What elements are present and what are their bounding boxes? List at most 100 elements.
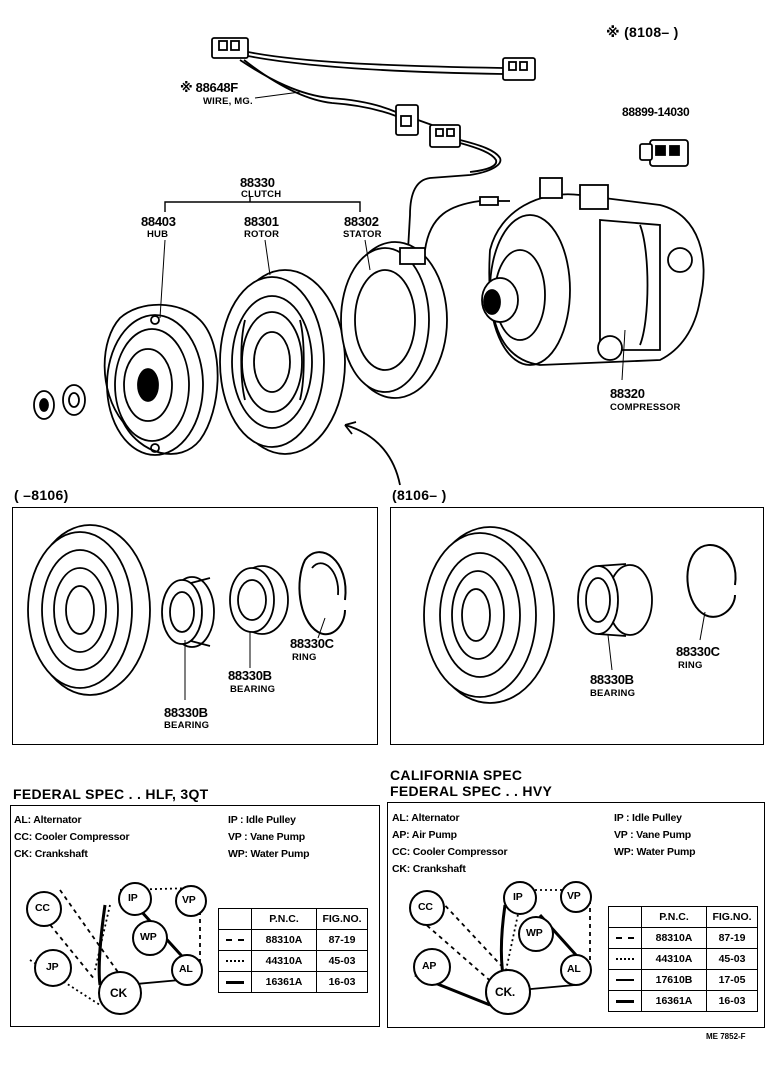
- clutch-part-number: 88330: [240, 175, 275, 190]
- left-bearing1-part-number: 88330B: [164, 705, 208, 720]
- left-spec-panel: [10, 805, 380, 1027]
- wire-part-name: WIRE, MG.: [203, 96, 253, 107]
- table-row: 88310A 87-19: [608, 927, 758, 949]
- left-legend-codes: AL: Alternator CC: Cooler Compressor CK:…: [14, 812, 130, 863]
- table-row: 44310A 45-03: [218, 950, 368, 972]
- legend-item: VP : Vane Pump: [614, 829, 691, 841]
- right-inset-bearing: [577, 563, 653, 637]
- connector-88899: [639, 139, 689, 167]
- legend-item: AL: Alternator: [14, 814, 82, 826]
- pulley-al-label: AL: [567, 963, 581, 975]
- fig-cell: 45-03: [706, 948, 758, 970]
- left-pnc-table: P.N.C. FIG.NO. 88310A 87-19 44310A 45-03…: [218, 908, 368, 993]
- fig-header: FIG.NO.: [706, 906, 758, 928]
- pulley-jp-label: JP: [46, 961, 59, 973]
- right-ring-part-name: RING: [678, 660, 703, 671]
- wire-part-number: ※ 88648F: [180, 80, 238, 95]
- line-style-cell: [608, 969, 642, 991]
- pnc-cell: 16361A: [251, 971, 317, 993]
- pulley-vp-label: VP: [182, 894, 196, 906]
- hub-part-name: HUB: [147, 229, 169, 240]
- right-pnc-table: P.N.C. FIG.NO. 88310A 87-19 44310A 45-03…: [608, 906, 758, 1012]
- fig-cell: 87-19: [706, 927, 758, 949]
- right-variant-panel: [390, 507, 764, 745]
- rotor-drawing: [219, 269, 346, 455]
- left-variant-range: ( –8106): [14, 487, 69, 503]
- left-inset-ring: [298, 551, 347, 636]
- hub-part-number: 88403: [141, 214, 176, 229]
- date-range-label: ※ (8108– ): [606, 24, 679, 40]
- compressor-part-number: 88320: [610, 386, 645, 401]
- pnc-cell: 16361A: [641, 990, 707, 1012]
- table-row: 17610B 17-05: [608, 969, 758, 991]
- pulley-ip-label: IP: [513, 891, 523, 903]
- nuts: [33, 384, 86, 420]
- table-row: 16361A 16-03: [218, 971, 368, 993]
- left-bearing2-part-number: 88330B: [228, 668, 272, 683]
- right-spec-title-2: FEDERAL SPEC . . HVY: [390, 783, 553, 799]
- table-header-row: P.N.C. FIG.NO.: [608, 906, 758, 928]
- pnc-cell: 88310A: [641, 927, 707, 949]
- line-style-header: [608, 906, 642, 928]
- fig-cell: 16-03: [316, 971, 368, 993]
- legend-item: IP : Idle Pulley: [228, 814, 296, 826]
- fig-header: FIG.NO.: [316, 908, 368, 930]
- legend-item: CK: Crankshaft: [14, 848, 88, 860]
- left-variant-panel: [12, 507, 378, 745]
- left-inset-pulley: [27, 524, 151, 696]
- arrow-line: [344, 424, 401, 486]
- pulley-vp-label: VP: [567, 890, 581, 902]
- rotor-part-number: 88301: [244, 214, 279, 229]
- stator-part-name: STATOR: [343, 229, 382, 240]
- legend-item: AL: Alternator: [392, 812, 460, 824]
- clutch-part-name: CLUTCH: [241, 189, 282, 200]
- line-style-cell: [608, 990, 642, 1012]
- left-spec-title: FEDERAL SPEC . . HLF, 3QT: [13, 786, 209, 802]
- wire-harness: [211, 37, 536, 251]
- stator-part-number: 88302: [344, 214, 379, 229]
- legend-item: WP: Water Pump: [614, 846, 696, 858]
- right-legend-codes: AL: Alternator AP: Air Pump CC: Cooler C…: [392, 810, 508, 878]
- legend-item: VP : Vane Pump: [228, 831, 305, 843]
- left-bearing1-part-name: BEARING: [164, 720, 210, 731]
- line-style-cell: [218, 971, 252, 993]
- pnc-cell: 44310A: [251, 950, 317, 972]
- left-legend-codes-2: IP : Idle Pulley VP : Vane Pump WP: Wate…: [228, 812, 310, 863]
- left-ring-part-number: 88330C: [290, 636, 334, 651]
- right-inset-pulley: [423, 526, 555, 704]
- legend-item: AP: Air Pump: [392, 829, 457, 841]
- pulley-ap-label: AP: [422, 960, 437, 972]
- pulley-wp-label: WP: [140, 931, 157, 943]
- pulley-cc-label: CC: [35, 902, 50, 914]
- right-legend-codes-2: IP : Idle Pulley VP : Vane Pump WP: Wate…: [614, 810, 696, 861]
- legend-item: WP: Water Pump: [228, 848, 310, 860]
- pulley-al-label: AL: [179, 963, 193, 975]
- compressor-drawing: [481, 177, 705, 366]
- left-ring-part-name: RING: [292, 652, 317, 663]
- pulley-ck-label: CK.: [495, 985, 516, 999]
- line-style-cell: [608, 948, 642, 970]
- fig-cell: 16-03: [706, 990, 758, 1012]
- right-bearing-part-number: 88330B: [590, 672, 634, 687]
- legend-item: CC: Cooler Compressor: [392, 846, 508, 858]
- table-row: 16361A 16-03: [608, 990, 758, 1012]
- pulley-ip-label: IP: [128, 892, 138, 904]
- line-style-cell: [608, 927, 642, 949]
- pulley-wp-label: WP: [526, 927, 543, 939]
- fig-cell: 17-05: [706, 969, 758, 991]
- compressor-part-name: COMPRESSOR: [610, 402, 681, 413]
- right-inset-ring: [686, 544, 737, 618]
- right-ring-part-number: 88330C: [676, 644, 720, 659]
- right-variant-range: (8106– ): [392, 487, 447, 503]
- table-row: 88310A 87-19: [218, 929, 368, 951]
- pnc-cell: 44310A: [641, 948, 707, 970]
- right-bearing-part-name: BEARING: [590, 688, 636, 699]
- left-inset-bearing-1: [161, 576, 215, 648]
- right-spec-panel: [387, 802, 765, 1028]
- legend-item: IP : Idle Pulley: [614, 812, 682, 824]
- stator-drawing: [340, 241, 448, 399]
- pulley-ck-label: CK: [110, 986, 127, 1000]
- footer-code: ME 7852-F: [706, 1032, 746, 1041]
